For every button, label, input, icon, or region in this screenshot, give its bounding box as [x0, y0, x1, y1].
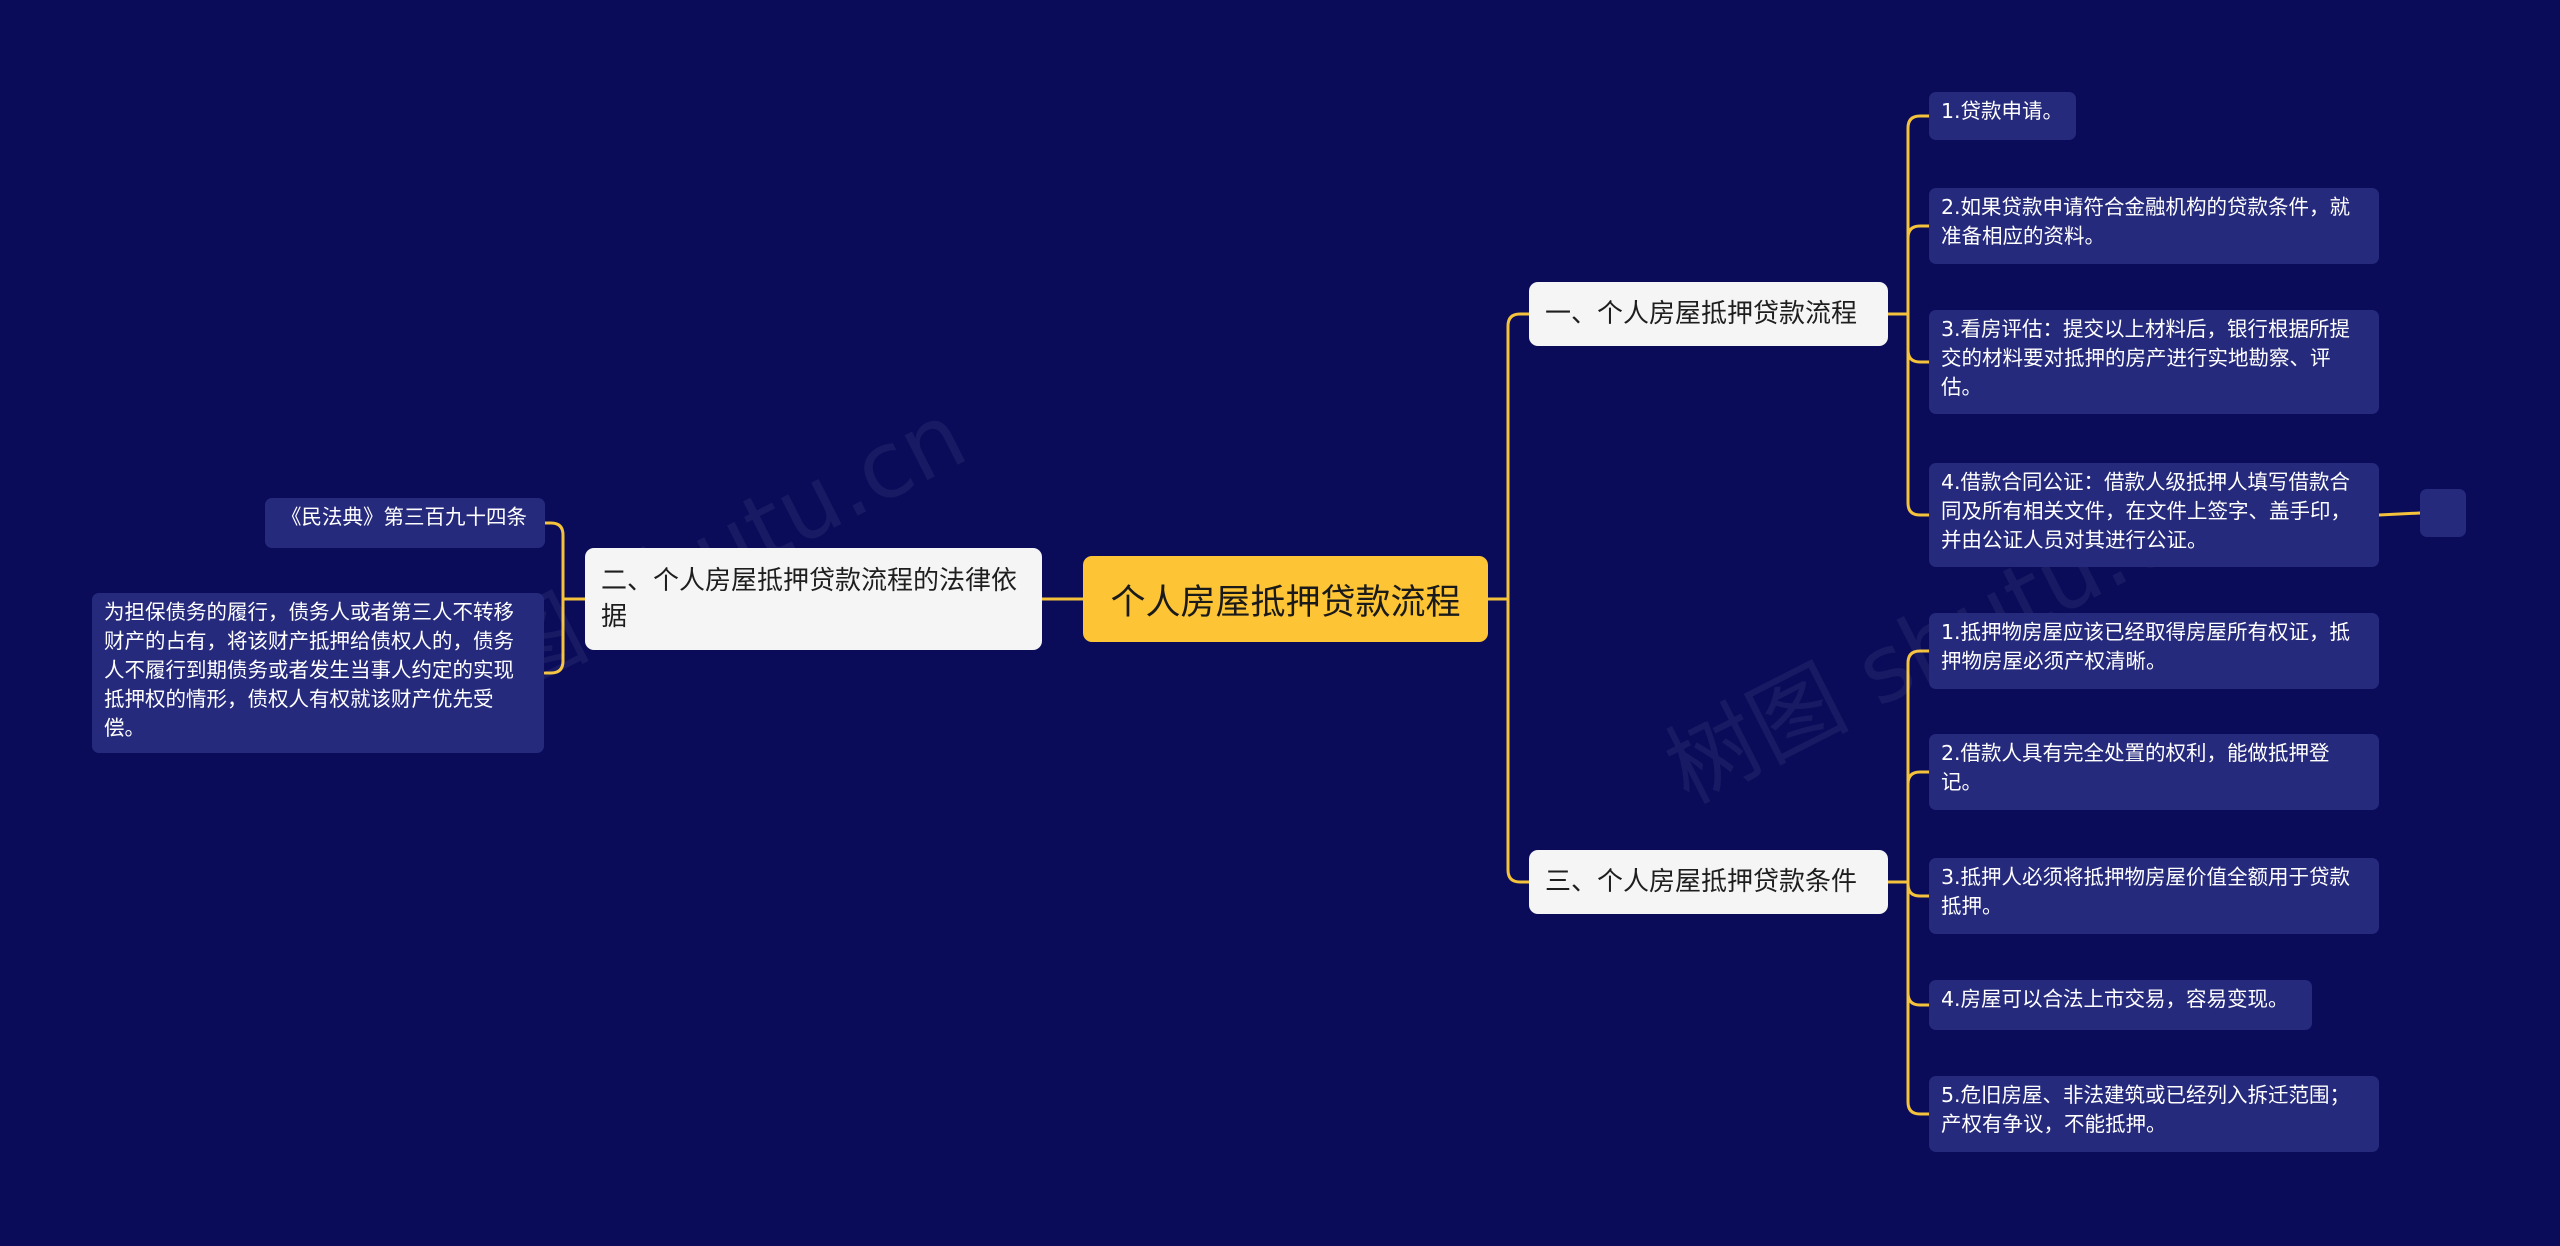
root-node[interactable]: 个人房屋抵押贷款流程 [1083, 556, 1488, 642]
leaf-conditions-5[interactable]: 5.危旧房屋、非法建筑或已经列入拆迁范围；产权有争议，不能抵押。 [1929, 1076, 2379, 1152]
empty-subnode[interactable] [2420, 489, 2466, 537]
branch-node-process[interactable]: 一、个人房屋抵押贷款流程 [1529, 282, 1888, 346]
leaf4-subnode-edge [2377, 511, 2422, 517]
branch2-edge-1 [543, 597, 565, 675]
root-right-edge-1 [1506, 597, 1531, 884]
leaf-legal-2[interactable]: 为担保债务的履行，债务人或者第三人不转移财产的占有，将该财产抵押给债权人的，债务… [92, 593, 544, 753]
branch1-edge-1 [1906, 224, 1931, 316]
leaf-conditions-1[interactable]: 1.抵押物房屋应该已经取得房屋所有权证，抵押物房屋必须产权清晰。 [1929, 613, 2379, 689]
branch3-edge-4 [1906, 880, 1931, 1116]
leaf-process-2[interactable]: 2.如果贷款申请符合金融机构的贷款条件，就准备相应的资料。 [1929, 188, 2379, 264]
leaf-conditions-4[interactable]: 4.房屋可以合法上市交易，容易变现。 [1929, 980, 2312, 1030]
branch1-edge-2 [1906, 312, 1931, 364]
leaf-conditions-2[interactable]: 2.借款人具有完全处置的权利，能做抵押登记。 [1929, 734, 2379, 810]
branch3-edge-0 [1906, 649, 1931, 884]
branch-node-conditions[interactable]: 三、个人房屋抵押贷款条件 [1529, 850, 1888, 914]
branch3-edge-1 [1906, 770, 1931, 884]
leaf-process-3[interactable]: 3.看房评估：提交以上材料后，银行根据所提交的材料要对抵押的房产进行实地勘察、评… [1929, 310, 2379, 414]
leaf-conditions-3[interactable]: 3.抵押人必须将抵押物房屋价值全额用于贷款抵押。 [1929, 858, 2379, 934]
leaf-process-1[interactable]: 1.贷款申请。 [1929, 92, 2076, 140]
leaf-process-4[interactable]: 4.借款合同公证：借款人级抵押人填写借款合同及所有相关文件，在文件上签字、盖手印… [1929, 463, 2379, 567]
branch3-edge-3 [1906, 880, 1931, 1007]
branch1-edge-3 [1906, 312, 1931, 517]
branch2-edge-0 [543, 521, 565, 601]
leaf-legal-1[interactable]: 《民法典》第三百九十四条 [265, 498, 545, 548]
branch1-edge-0 [1906, 114, 1931, 316]
branch3-edge-2 [1906, 880, 1931, 898]
root-right-edge-0 [1506, 312, 1531, 601]
branch-node-legal-basis[interactable]: 二、个人房屋抵押贷款流程的法律依据 [585, 548, 1042, 650]
